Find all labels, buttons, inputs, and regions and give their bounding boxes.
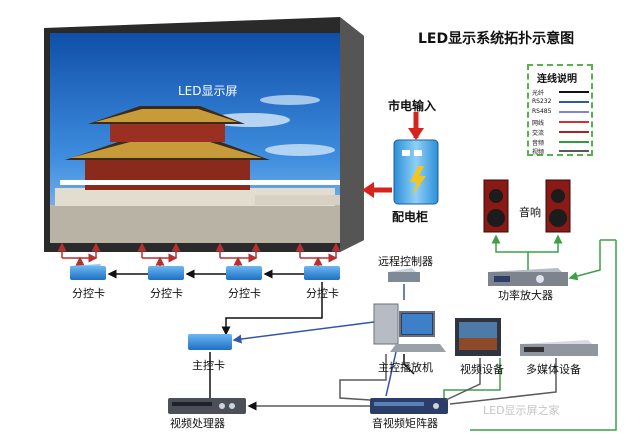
legend-line	[559, 150, 589, 152]
legend-title: 连线说明	[537, 74, 577, 85]
sub-card-label-1: 分控卡	[72, 287, 105, 300]
legend-item-label: 视频	[532, 149, 545, 156]
sub-card-3	[226, 266, 262, 280]
legend-box: 连线说明 光纤 RS232 RS485 网线 交流 音频 视频	[527, 64, 593, 156]
watermark: LED显示屏之家	[483, 404, 560, 417]
multimedia-label: 多媒体设备	[526, 363, 581, 376]
legend-item-label: RS485	[532, 108, 552, 115]
sub-card-label-4: 分控卡	[306, 287, 339, 300]
led-screen	[44, 17, 364, 252]
legend-item-label: 交流	[532, 130, 545, 137]
legend-line	[559, 111, 589, 113]
legend-item-label: 光纤	[532, 90, 545, 97]
video-device-label: 视频设备	[460, 363, 504, 376]
power-cabinet-label: 配电柜	[392, 210, 429, 224]
legend-line	[559, 121, 589, 123]
power-input-label: 市电输入	[388, 99, 437, 113]
remote-controller-label: 远程控制器	[378, 255, 433, 268]
sub-card-label-2: 分控卡	[150, 287, 183, 300]
fiber-chain	[107, 269, 323, 336]
video-processor	[168, 398, 246, 414]
power-cabinet	[393, 139, 439, 205]
legend-item-label: 音频	[532, 140, 545, 147]
legend-line	[559, 131, 589, 133]
speaker-right	[545, 179, 571, 233]
sub-card-2	[148, 266, 184, 280]
legend-line	[559, 91, 589, 93]
multimedia-device	[520, 340, 598, 356]
host-to-main-line	[232, 321, 375, 344]
speaker-left	[483, 179, 509, 233]
remote-controller	[388, 268, 420, 282]
video-lines	[247, 354, 557, 411]
speaker-label: 音响	[519, 206, 541, 219]
screen-label: LED显示屏	[178, 84, 238, 98]
legend-line	[559, 141, 589, 143]
host-computer	[373, 303, 446, 352]
video-processor-label: 视频处理器	[170, 417, 225, 430]
video-device	[455, 318, 501, 356]
power-amplifier	[488, 268, 568, 286]
audio-lines	[443, 234, 617, 431]
av-matrix	[370, 398, 448, 414]
main-card	[188, 334, 232, 350]
palace-image	[50, 106, 340, 243]
av-matrix-label: 音视频矩阵器	[372, 417, 438, 430]
lightning-icon	[410, 166, 426, 196]
host-label: 主控播放机	[378, 361, 433, 374]
sub-card-1	[70, 264, 106, 280]
sub-card-4	[304, 266, 340, 280]
legend-line	[559, 101, 589, 103]
legend-item-label: RS232	[532, 98, 552, 105]
diagram-title: LED显示系统拓扑示意图	[418, 31, 575, 47]
screen-feed-arrows	[57, 242, 341, 266]
legend-item-label: 网线	[532, 120, 545, 127]
sub-card-label-3: 分控卡	[228, 287, 261, 300]
main-card-label: 主控卡	[192, 359, 225, 372]
amplifier-label: 功率放大器	[498, 289, 553, 302]
